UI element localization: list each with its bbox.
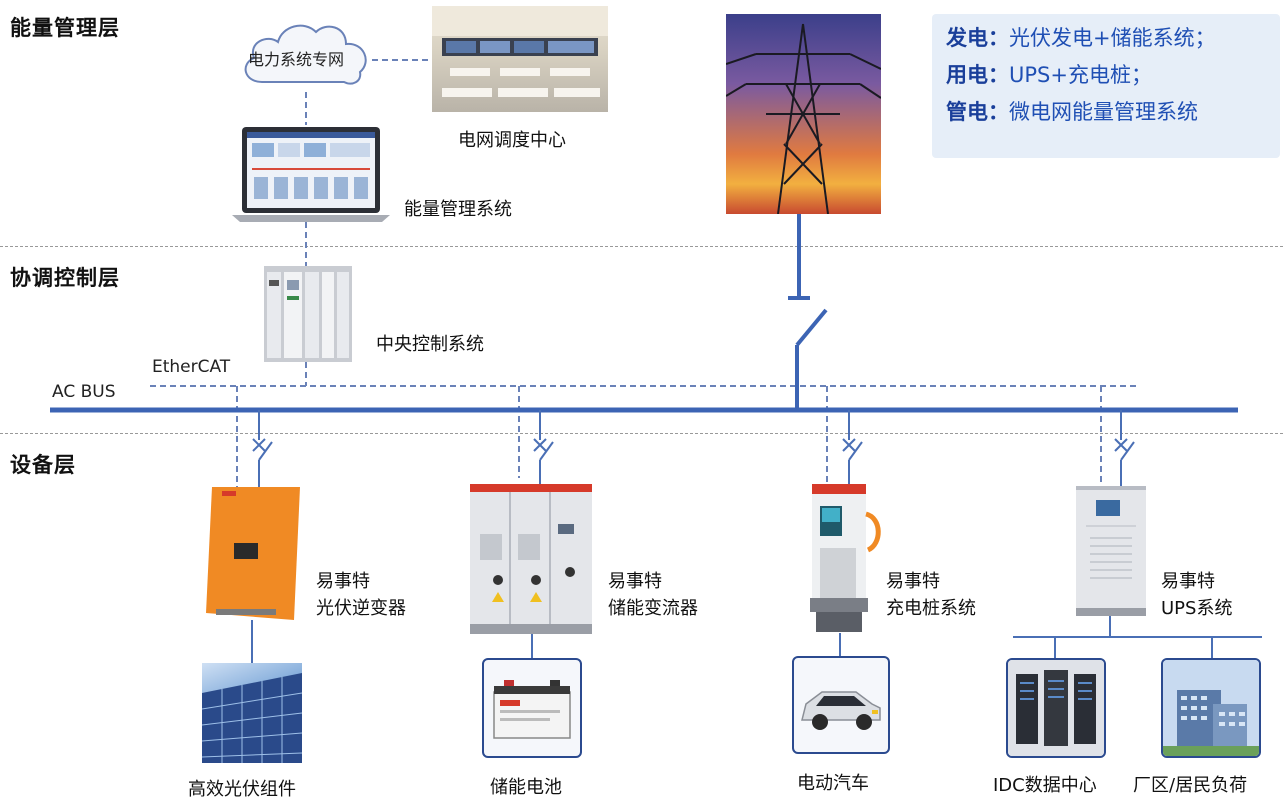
laptop-icon	[232, 127, 390, 222]
layer-title-energy-management: 能量管理层	[10, 16, 120, 40]
charger-name: 充电桩系统	[886, 598, 976, 619]
pcs-cabinet-device	[470, 484, 592, 634]
info-key-consumption: 用电	[946, 63, 988, 87]
info-box: 发电：光伏发电+储能系统； 用电：UPS+充电桩； 管电：微电网能量管理系统	[932, 14, 1280, 158]
battery-icon	[493, 680, 571, 739]
power-network-cloud: 电力系统专网	[238, 12, 374, 94]
control-room-icon	[432, 6, 608, 97]
ups-brand: 易事特	[1161, 571, 1215, 592]
building-icon	[1163, 660, 1259, 756]
charging-pile-icon	[810, 484, 881, 632]
pcs-name: 储能变流器	[608, 598, 698, 619]
info-line-generation: 发电：光伏发电+储能系统；	[946, 20, 1266, 57]
inverter-icon	[206, 487, 300, 620]
ems-laptop	[232, 125, 390, 223]
info-value-generation: 光伏发电+储能系统；	[1009, 26, 1216, 50]
transmission-tower-image	[726, 14, 881, 214]
server-rack-icon	[1008, 660, 1104, 756]
pcs-brand: 易事特	[608, 571, 662, 592]
cabinet-icon	[470, 484, 592, 634]
plc-rack-icon	[264, 266, 352, 362]
central-control-label: 中央控制系统	[376, 334, 484, 355]
ev-frame	[792, 656, 890, 754]
info-sep-management: ：	[988, 100, 1009, 124]
idc-frame	[1006, 658, 1106, 758]
solar-panel-icon	[202, 673, 302, 763]
layer-title-equipment: 设备层	[10, 453, 76, 477]
car-icon	[801, 691, 881, 730]
cloud-icon	[244, 24, 367, 85]
info-line-consumption: 用电：UPS+充电桩；	[946, 57, 1266, 94]
ups-device	[1076, 486, 1146, 616]
layer-separator-top	[0, 246, 1283, 247]
info-key-management: 管电	[946, 100, 988, 124]
ethercat-label: EtherCAT	[152, 357, 231, 377]
layer-title-coordination-control: 协调控制层	[10, 266, 120, 290]
dispatch-center-label: 电网调度中心	[458, 130, 566, 151]
info-line-management: 管电：微电网能量管理系统	[946, 94, 1266, 131]
pv-inverter-name: 光伏逆变器	[316, 598, 406, 619]
pv-module-image	[202, 663, 302, 763]
info-value-consumption: UPS+充电桩；	[1009, 63, 1152, 87]
ups-cabinet-icon	[1076, 486, 1146, 616]
pv-inverter-device	[206, 487, 300, 620]
info-sep-consumption: ：	[988, 63, 1009, 87]
charger-device	[806, 484, 886, 634]
pv-inverter-brand: 易事特	[316, 571, 370, 592]
info-sep-generation: ：	[988, 26, 1009, 50]
pv-module-label: 高效光伏组件	[188, 779, 296, 800]
info-key-generation: 发电	[946, 26, 988, 50]
info-value-management: 微电网能量管理系统	[1009, 100, 1198, 124]
idc-label: IDC数据中心	[993, 775, 1097, 796]
dispatch-center-image	[432, 6, 608, 112]
power-network-label: 电力系统专网	[248, 50, 345, 69]
layer-separator-bottom	[0, 433, 1283, 434]
ems-label: 能量管理系统	[404, 199, 512, 220]
charger-brand: 易事特	[886, 571, 940, 592]
factory-frame	[1161, 658, 1261, 758]
ac-bus-label: AC BUS	[52, 382, 116, 402]
central-controller	[264, 266, 352, 362]
factory-label: 厂区/居民负荷	[1133, 775, 1248, 796]
ev-label: 电动汽车	[797, 773, 869, 794]
battery-label: 储能电池	[490, 777, 562, 798]
battery-frame	[482, 658, 582, 758]
pylon-icon	[726, 23, 881, 214]
ups-name: UPS系统	[1161, 598, 1233, 619]
